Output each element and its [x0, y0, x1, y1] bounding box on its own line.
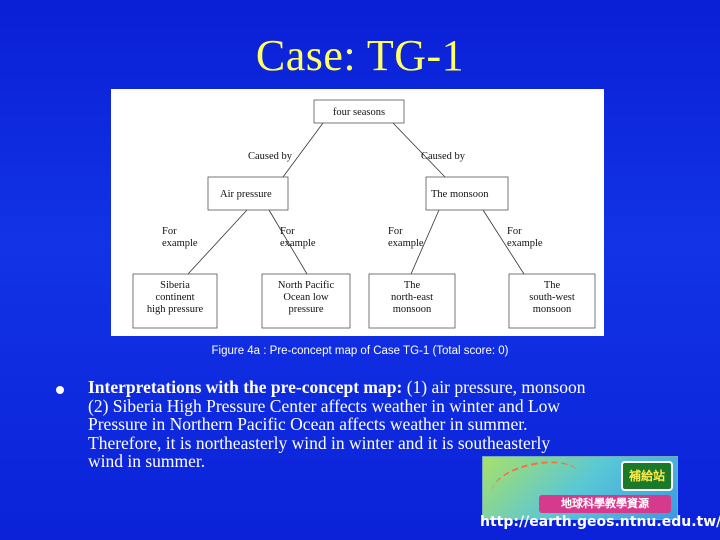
leaf-pacific-l1: North Pacific: [278, 280, 335, 291]
leaf-southwest-l3: monsoon: [533, 304, 572, 315]
bullet-line-4: Therefore, it is northeasterly wind in w…: [88, 432, 551, 453]
for-label-3a: For: [388, 226, 403, 237]
for-label-2a: For: [280, 226, 295, 237]
edge-root-right: [392, 122, 446, 178]
bullet-text: Interpretations with the pre-concept map…: [88, 378, 658, 471]
bullet-dot: [56, 386, 64, 394]
figure-caption: Figure 4a : Pre-concept map of Case TG-1…: [211, 345, 509, 357]
edge-label-left: Caused by: [248, 151, 293, 162]
site-url-link[interactable]: http://earth.geos.ntnu.edu.tw/: [480, 514, 720, 530]
edge-monsoon-southwest: [482, 209, 525, 275]
leaf-southwest: [508, 273, 596, 329]
edge-root-left: [282, 122, 324, 178]
for-label-1b: example: [162, 238, 198, 249]
leaf-southwest-l1: The: [544, 280, 561, 291]
bullet-lead: Interpretations with the pre-concept map…: [88, 377, 403, 397]
for-label-4b: example: [507, 238, 543, 249]
leaf-northeast-l2: north-east: [391, 292, 433, 303]
node-air-pressure-label: Air pressure: [220, 189, 272, 200]
logo-subtitle: 地球科學教學資源: [539, 495, 671, 513]
logo-badge: 補給站: [621, 461, 673, 491]
concept-map-figure: four seasons Caused by Caused by Air pre…: [111, 89, 604, 336]
slide-title: Case: TG-1: [255, 31, 465, 80]
leaf-siberia-l3: high pressure: [147, 304, 204, 315]
leaf-pacific-l2: Ocean low: [283, 292, 329, 303]
for-label-1a: For: [162, 226, 177, 237]
leaf-siberia-l1: Siberia: [160, 280, 190, 291]
node-monsoon-label: The monsoon: [431, 189, 489, 200]
concept-map-svg: four seasons Caused by Caused by Air pre…: [132, 99, 596, 329]
node-monsoon: [425, 176, 509, 211]
root-node: [313, 99, 405, 124]
for-label-2b: example: [280, 238, 316, 249]
node-air-pressure: [207, 176, 289, 211]
leaf-pacific: [261, 273, 351, 329]
edge-monsoon-northeast: [410, 209, 440, 275]
for-label-4a: For: [507, 226, 522, 237]
root-node-label: four seasons: [333, 107, 385, 118]
edge-air-siberia: [187, 209, 248, 275]
leaf-siberia-l2: continent: [155, 292, 194, 303]
edge-air-pacific: [268, 209, 308, 275]
bullet-line-1: (1) air pressure, monsoon: [402, 377, 586, 397]
leaf-northeast-l3: monsoon: [393, 304, 432, 315]
bullet-line-2: (2) Siberia High Pressure Center affects…: [88, 395, 561, 416]
bullet-line-3: Pressure in Northern Pacific Ocean affec…: [88, 414, 528, 434]
edge-label-right: Caused by: [421, 151, 466, 162]
bullet-line-5: wind in summer.: [88, 451, 206, 471]
leaf-northeast: [368, 273, 456, 329]
leaf-southwest-l2: south-west: [529, 292, 575, 303]
site-logo: 補給站 地球科學教學資源: [482, 456, 678, 520]
for-label-3b: example: [388, 238, 424, 249]
leaf-northeast-l1: The: [404, 280, 421, 291]
leaf-pacific-l3: pressure: [289, 304, 324, 315]
leaf-siberia: [132, 273, 218, 329]
